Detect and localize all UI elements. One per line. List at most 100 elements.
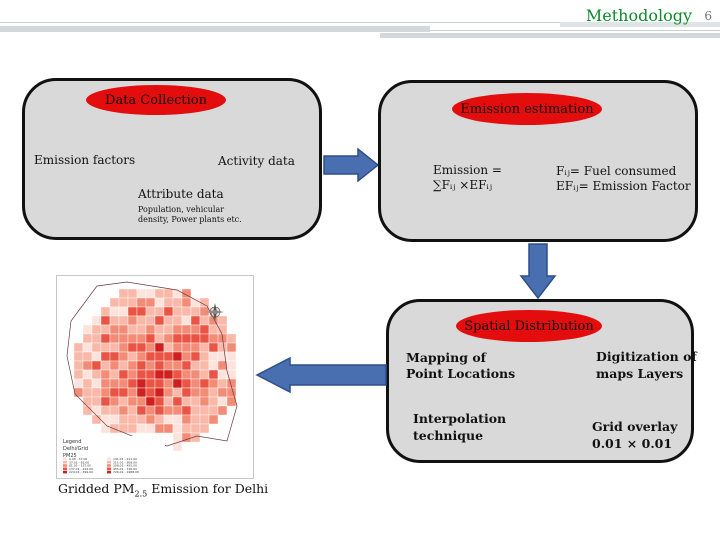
map-grid-cell	[100, 342, 111, 353]
map-grid-cell	[73, 369, 84, 380]
map-grid-cell	[190, 414, 201, 425]
legend-range-label: 81.01 - 137.00	[69, 464, 91, 468]
legend-swatch	[107, 470, 111, 474]
map-grid-cell	[91, 414, 102, 425]
map-grid-cell	[163, 306, 174, 317]
map-grid-cell	[190, 396, 201, 407]
map-grid-cell	[109, 369, 120, 380]
map-grid-cell	[172, 414, 183, 425]
map-grid-cell	[199, 387, 210, 398]
mapping-label-line2: Point Locations	[406, 366, 516, 381]
map-grid-cell	[109, 315, 120, 326]
map-grid-cell	[136, 351, 147, 362]
map-grid-cell	[82, 342, 93, 353]
map-grid-cell	[118, 306, 129, 317]
map-caption-end: Emission for Delhi	[147, 481, 269, 496]
map-grid-cell	[82, 396, 93, 407]
map-grid-cell	[100, 378, 111, 389]
map-grid-cell	[208, 378, 219, 389]
map-grid-cell	[199, 378, 210, 389]
legend-range-label: 224.01 - 399.00	[69, 470, 93, 474]
header-bar	[0, 0, 720, 38]
map-grid-cell	[163, 342, 174, 353]
map-grid-cell	[208, 351, 219, 362]
map-grid-cell	[172, 369, 183, 380]
page-number: 6	[704, 9, 712, 23]
map-grid-cell	[163, 414, 174, 425]
map-grid-cell	[145, 378, 156, 389]
map-grid-cell	[154, 360, 165, 371]
map-grid-cell	[127, 351, 138, 362]
map-grid-cell	[172, 351, 183, 362]
map-grid-cell	[181, 306, 192, 317]
map-grid-cell	[154, 369, 165, 380]
map-grid-cell	[154, 324, 165, 335]
map-grid-cell	[136, 288, 147, 299]
activity-data-label: Activity data	[218, 154, 295, 168]
map-grid-cell	[154, 315, 165, 326]
legend-swatch	[63, 464, 67, 467]
map-grid-cell	[172, 423, 183, 434]
map-grid-cell	[118, 342, 129, 353]
map-grid-cell	[145, 360, 156, 371]
map-grid-cell	[181, 351, 192, 362]
map-grid-cell	[127, 342, 138, 353]
map-grid-cell	[172, 432, 183, 443]
map-grid-cell	[109, 360, 120, 371]
map-grid-cell	[118, 351, 129, 362]
map-grid-cell	[136, 414, 147, 425]
map-grid-cell	[190, 369, 201, 380]
map-grid-cell	[100, 315, 111, 326]
map-grid-cell	[199, 396, 210, 407]
map-grid-cell	[172, 396, 183, 407]
map-grid-cell	[154, 423, 165, 434]
emission-estimation-panel	[378, 80, 698, 242]
map-grid-cell	[73, 351, 84, 362]
map-grid-cell	[82, 387, 93, 398]
map-grid-cell	[172, 342, 183, 353]
map-grid-svg: Legend Delhi/Grid PM25 0.00 - 37.0037.01…	[61, 281, 238, 476]
map-grid-cell	[109, 297, 120, 308]
map-grid-cell	[127, 396, 138, 407]
map-grid-cell	[100, 396, 111, 407]
legend-pollutant: PM25	[63, 453, 77, 459]
map-grid-cell	[217, 378, 228, 389]
map-grid-cell	[136, 306, 147, 317]
map-grid-cell	[163, 423, 174, 434]
map-grid-cell	[163, 396, 174, 407]
map-grid-cell	[127, 378, 138, 389]
map-grid-cell	[91, 387, 102, 398]
map-grid-cell	[82, 378, 93, 389]
map-grid-cell	[127, 315, 138, 326]
mapping-label-line1: Mapping of	[406, 350, 487, 365]
map-grid-cell	[145, 315, 156, 326]
emission-formula-line2: ∑Fᵢⱼ ×EFᵢⱼ	[433, 178, 493, 192]
map-grid-cell	[181, 360, 192, 371]
map-grid-cell	[163, 351, 174, 362]
map-grid-cell	[136, 405, 147, 416]
legend-swatch	[107, 457, 111, 461]
map-grid-cell	[199, 405, 210, 416]
map-grid-cell	[73, 342, 84, 353]
map-grid-cell	[127, 387, 138, 398]
map-grid-cell	[172, 405, 183, 416]
map-grid-cell	[109, 405, 120, 416]
map-grid-cell	[127, 405, 138, 416]
map-grid-cell	[145, 396, 156, 407]
legend-swatch	[63, 457, 67, 461]
map-grid-cell	[163, 324, 174, 335]
map-grid-cell	[91, 324, 102, 335]
map-grid-cell	[163, 315, 174, 326]
legend-swatch	[107, 460, 111, 464]
legend-range-label: 726.01 - 1988.00	[113, 470, 139, 474]
map-grid-cell	[154, 351, 165, 362]
map-grid-cell	[226, 387, 237, 398]
map-grid-cell	[82, 405, 93, 416]
map-grid-cell	[118, 378, 129, 389]
map-grid-cell	[109, 306, 120, 317]
map-grid-cell	[100, 306, 111, 317]
map-grid-cell	[118, 396, 129, 407]
map-grid-cell	[100, 360, 111, 371]
map-grid-cell	[181, 378, 192, 389]
map-grid-cell	[199, 360, 210, 371]
